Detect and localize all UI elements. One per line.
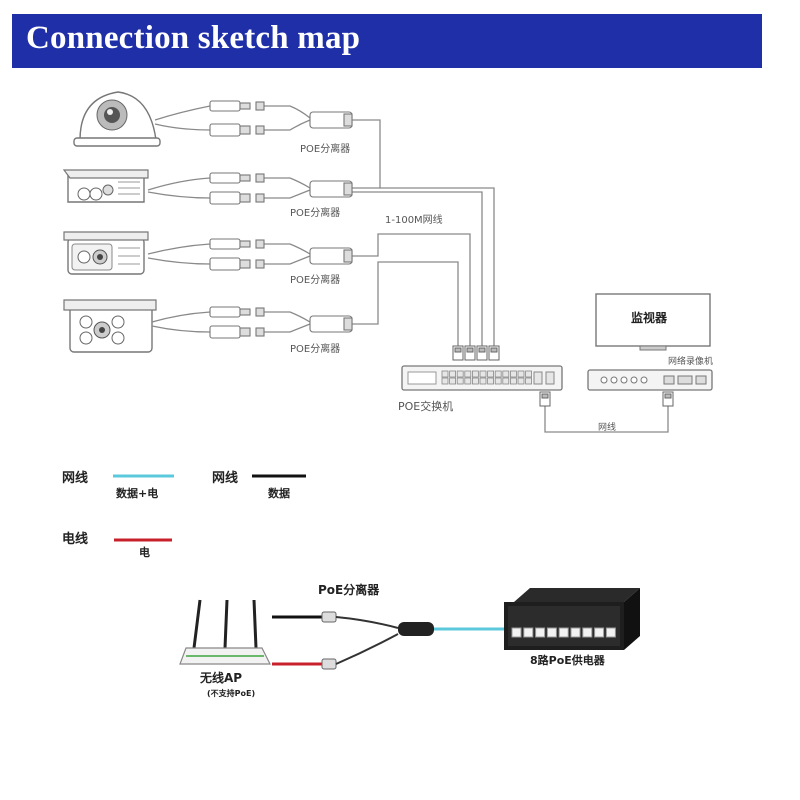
switch-port: [494, 377, 502, 385]
switch-port: [487, 370, 495, 378]
switch-port: [449, 370, 457, 378]
legend-desc-net-data: 数据: [268, 486, 290, 500]
switch-port: [441, 370, 449, 378]
poe-injector: [504, 588, 640, 650]
page-title: Connection sketch map: [26, 20, 361, 56]
monitor-label: 监视器: [631, 310, 668, 325]
splitter-label-4: POE分离器: [290, 342, 340, 355]
splitter-label-3: POE分离器: [290, 273, 340, 286]
bullet-camera-3: [63, 299, 157, 353]
switch-port: [525, 377, 532, 385]
switch-plugs: [452, 345, 500, 361]
injector-port: [535, 627, 546, 638]
injector-port: [558, 627, 569, 638]
switch-nvr-link: [544, 404, 669, 433]
switch-port: [471, 370, 479, 378]
link-label: 网线: [598, 421, 616, 433]
switch-port: [517, 370, 525, 378]
splitter-label-2: POE分离器: [290, 206, 340, 219]
switch-port: [494, 370, 502, 378]
switch-port: [471, 377, 479, 385]
monitor: [595, 293, 711, 351]
camera-connectors: [209, 100, 353, 339]
switch-port: [487, 377, 495, 385]
injector-port: [594, 627, 605, 638]
switch-port: [509, 377, 517, 385]
cable-label: 1-100M网线: [385, 213, 443, 226]
splitter-label-1: POE分离器: [300, 142, 350, 155]
switch-port: [479, 377, 487, 385]
legend: 网线 数据+电 网线 数据 电线 电: [62, 470, 306, 559]
switch-port: [509, 370, 517, 378]
switch-port: [517, 377, 525, 385]
title-banner: Connection sketch map: [12, 14, 762, 68]
ap-label: 无线AP: [199, 670, 242, 685]
switch-port: [456, 370, 464, 378]
camera-cabling: [147, 105, 495, 346]
injector-port: [582, 627, 593, 638]
bullet-camera-2: [63, 231, 149, 275]
switch-port: [456, 377, 464, 385]
injector-port: [570, 627, 581, 638]
wireless-ap: [179, 599, 271, 665]
poe-switch: [401, 365, 563, 391]
bottom-splitter-label: PoE分离器: [318, 582, 380, 597]
legend-title-net-1: 网线: [62, 470, 88, 486]
switch-port: [464, 377, 472, 385]
switch-port: [449, 377, 457, 385]
injector-port: [605, 627, 616, 638]
injector-port: [523, 627, 534, 638]
legend-desc-power: 电: [139, 545, 150, 559]
switch-port: [502, 370, 510, 378]
nvr: [587, 369, 713, 391]
dome-camera: [73, 91, 161, 147]
injector-label: 8路PoE供电器: [530, 653, 606, 667]
switch-port: [479, 370, 487, 378]
legend-title-net-2: 网线: [212, 470, 238, 486]
ap-note: (不支持PoE): [207, 688, 255, 698]
switch-port: [502, 377, 510, 385]
switch-port: [464, 370, 472, 378]
injector-port: [511, 627, 522, 638]
injector-port: [546, 627, 557, 638]
nvr-label: 网络录像机: [668, 355, 713, 367]
poe-splitter: [321, 611, 434, 670]
legend-title-power: 电线: [62, 531, 88, 547]
switch-port: [441, 377, 449, 385]
legend-desc-net-power: 数据+电: [116, 486, 158, 500]
switch-label: POE交换机: [398, 399, 453, 413]
bullet-camera-1: [62, 169, 149, 203]
switch-port: [525, 370, 532, 378]
link-plugs: [539, 391, 674, 407]
